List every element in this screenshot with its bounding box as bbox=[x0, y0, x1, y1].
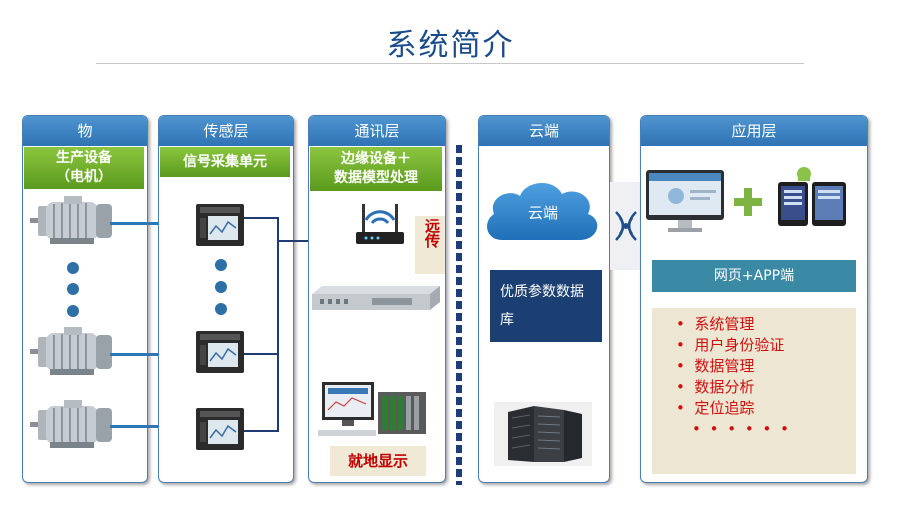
feature-label: 系统管理 bbox=[694, 315, 755, 333]
monitor-icon bbox=[646, 170, 724, 232]
connection-line bbox=[110, 425, 198, 428]
smartphone-icon bbox=[778, 167, 846, 226]
features-ellipsis: • • • • • • bbox=[692, 420, 791, 438]
panel-app-header: 应用层 bbox=[641, 116, 867, 146]
local-display-label: 就地显示 bbox=[347, 452, 408, 470]
edge-device-sublabel: 数据模型处理 bbox=[334, 170, 418, 186]
production-equipment-label: 生产设备 bbox=[56, 150, 112, 166]
web-app-bar: 网页+APP端 bbox=[652, 260, 856, 292]
ellipsis-dot bbox=[67, 305, 79, 317]
cloud-icon bbox=[487, 182, 598, 240]
feature-item: • 数据管理 bbox=[676, 357, 755, 375]
network-switch-icon bbox=[312, 286, 440, 310]
bus-line bbox=[244, 430, 278, 432]
feature-item: • 定位追踪 bbox=[676, 399, 755, 417]
production-equipment-sublabel: （电机） bbox=[56, 169, 112, 185]
power-meter-icon bbox=[196, 204, 244, 246]
ellipsis-dot bbox=[215, 303, 227, 315]
signal-acquisition-box: 信号采集单元 bbox=[160, 147, 290, 177]
server-rack-icon bbox=[494, 402, 592, 466]
cloud-label: 云端 bbox=[527, 204, 558, 222]
panel-physical-header: 物 bbox=[23, 116, 147, 146]
page-title: 系统简介 bbox=[386, 28, 515, 63]
ellipsis-dot bbox=[67, 283, 79, 295]
feature-label: 定位追踪 bbox=[694, 399, 755, 417]
panel-sensing-header: 传感层 bbox=[159, 116, 293, 146]
feature-item: • 用户身份验证 bbox=[676, 336, 785, 354]
parameter-database-box: 优质参数数据库 bbox=[490, 270, 602, 342]
remote-transmission-label: 远传 bbox=[423, 218, 441, 248]
features-list: • 系统管理 • 用户身份验证 • 数据管理 • 数据分析 • 定位追踪 • •… bbox=[676, 314, 852, 440]
communication-divider bbox=[456, 145, 462, 485]
feature-item: • 数据分析 bbox=[676, 378, 755, 396]
motor-icon bbox=[30, 196, 112, 244]
motor-icon bbox=[30, 400, 112, 448]
ellipsis-dot bbox=[215, 281, 227, 293]
edge-device-label: 边缘设备＋ bbox=[341, 151, 411, 167]
features-panel bbox=[652, 308, 856, 474]
parameter-database-label: 优质参数数据库 bbox=[500, 284, 584, 328]
local-display-tag bbox=[330, 446, 426, 476]
feature-label: 数据分析 bbox=[694, 378, 755, 396]
panel-cloud-header: 云端 bbox=[479, 116, 609, 146]
bus-line bbox=[244, 353, 278, 355]
workstation-icon bbox=[318, 382, 426, 436]
panel-comm-header: 通讯层 bbox=[309, 116, 445, 146]
bus-line bbox=[244, 217, 278, 219]
feature-item: • 系统管理 bbox=[676, 315, 755, 333]
ellipsis-dot bbox=[67, 262, 79, 274]
connection-line bbox=[110, 222, 198, 225]
power-meter-icon bbox=[196, 408, 244, 450]
title-divider bbox=[96, 63, 804, 64]
remote-transmission-tag bbox=[415, 216, 445, 274]
power-meter-icon bbox=[196, 331, 244, 373]
plus-icon bbox=[734, 188, 762, 216]
feature-label: 用户身份验证 bbox=[694, 336, 785, 354]
bus-line bbox=[277, 217, 279, 432]
wifi-router-icon bbox=[356, 204, 404, 244]
feature-label: 数据管理 bbox=[694, 357, 755, 375]
wireless-signal-icon bbox=[615, 211, 637, 241]
edge-device-box: 边缘设备＋ 数据模型处理 bbox=[310, 147, 442, 191]
ellipsis-dot bbox=[215, 259, 227, 271]
production-equipment-box: 生产设备 （电机） bbox=[24, 147, 144, 189]
connection-line bbox=[110, 353, 198, 356]
motor-icon bbox=[30, 327, 112, 375]
signal-acquisition-label: 信号采集单元 bbox=[183, 153, 267, 170]
